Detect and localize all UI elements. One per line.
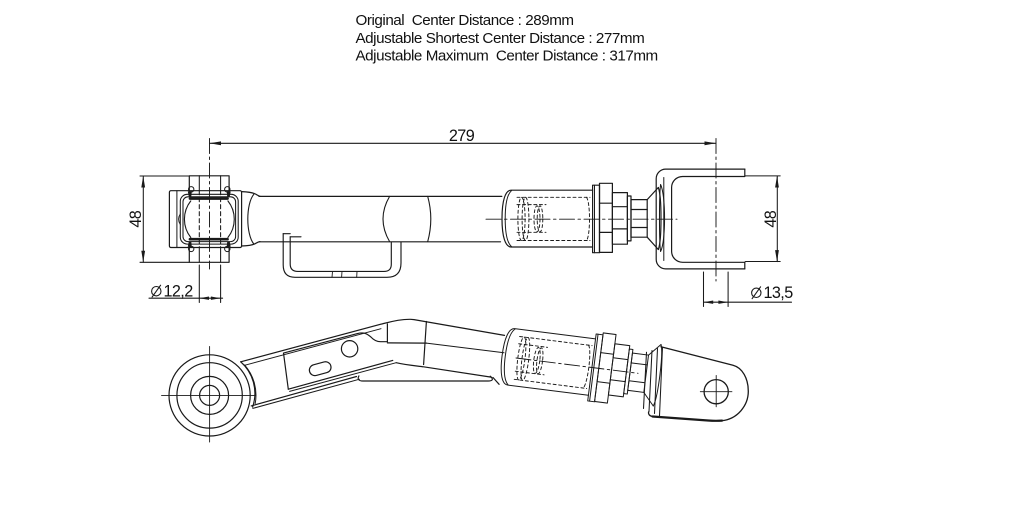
svg-text:Adjustable Maximum Center Dis: Adjustable Maximum Center Distance : 317… [356,48,658,65]
svg-text:48: 48 [127,210,145,227]
svg-text:279: 279 [449,127,475,145]
svg-text:12,2: 12,2 [164,283,194,301]
svg-text:48: 48 [762,210,780,227]
svg-text:Adjustable Shortest Center Dis: Adjustable Shortest Center Distance : 27… [356,30,645,47]
svg-text:Original Center Distance : 28: Original Center Distance : 289mm [356,12,574,29]
svg-text:13,5: 13,5 [764,284,794,302]
